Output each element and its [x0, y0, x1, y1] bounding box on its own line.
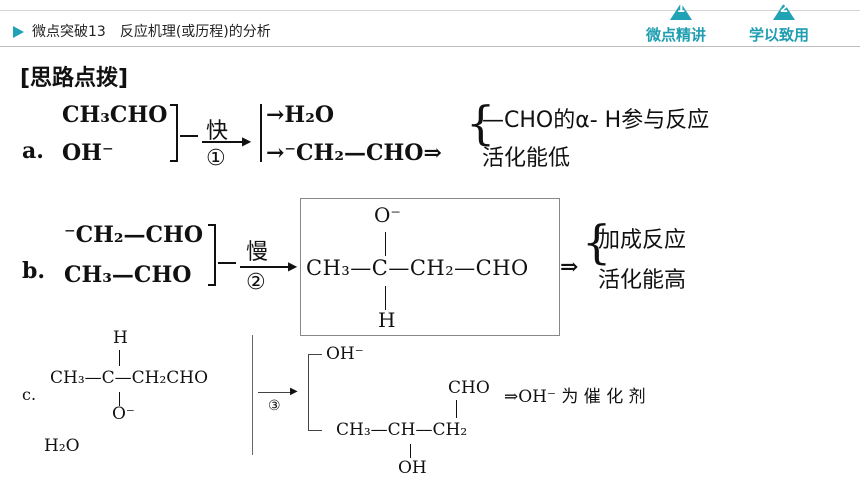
- header-top-rule: [0, 10, 860, 11]
- c-bond-oh: [410, 444, 411, 458]
- c-step: ③: [268, 398, 281, 414]
- b-top-oxygen: O⁻: [374, 203, 401, 227]
- b-bracket-bottom: [208, 284, 216, 286]
- b-step: ②: [246, 270, 266, 295]
- b-bond-up: [385, 232, 386, 256]
- c-bottom-oxygen: O⁻: [112, 404, 135, 424]
- c-arrow-head: ▶: [290, 386, 298, 397]
- c-product-2: CH₃—CH—CH₂: [336, 420, 468, 440]
- label-a: a.: [22, 138, 44, 164]
- a-brace: {: [466, 96, 496, 150]
- b-bottom-hydrogen: H: [378, 308, 396, 332]
- a-reactant-2: OH⁻: [62, 140, 114, 166]
- c-oh: OH: [398, 458, 427, 478]
- a-link: [180, 135, 198, 137]
- b-chain: CH₃—C—CH₂—CHO: [306, 256, 529, 280]
- b-reactant-1: ⁻CH₂—CHO: [64, 222, 204, 248]
- b-note-2: 活化能高: [598, 268, 687, 293]
- c-chain: CH₃—C—CH₂CHO: [50, 368, 209, 388]
- tab-label: 学以致用: [749, 26, 810, 44]
- a-bracket: [176, 104, 178, 162]
- c-product-1: OH⁻: [326, 344, 364, 364]
- b-condition: 慢: [246, 240, 269, 265]
- a-arrow-head: ▶: [242, 134, 252, 148]
- a-note-1: —CHO的α- H参与反应: [482, 108, 710, 133]
- c-cho: CHO: [448, 378, 490, 398]
- a-product-2: →⁻CH₂—CHO⇒: [266, 140, 442, 166]
- slide-header: 微点突破13 反应机理(或历程)的分析 1 微点精讲 2 学以致用: [0, 0, 860, 47]
- c-fork-top: [308, 354, 322, 355]
- c-fork-bottom: [308, 430, 322, 431]
- section-title: [思路点拨]: [20, 66, 129, 91]
- c-fork: [308, 354, 309, 430]
- b-arrow-head: ▶: [288, 259, 298, 273]
- tab-number: 2: [779, 1, 789, 15]
- label-b: b.: [22, 258, 46, 284]
- b-structure-box: [300, 198, 560, 336]
- a-step: ①: [206, 146, 226, 171]
- a-note-2: 活化能低: [482, 146, 571, 171]
- tab-number: 1: [676, 1, 686, 15]
- a-condition: 快: [206, 119, 229, 144]
- c-catalyst-note: ⇒OH⁻ 为 催 化 剂: [504, 387, 646, 407]
- a-arrow-line: [202, 141, 246, 143]
- c-top-hydrogen: H: [113, 328, 128, 348]
- c-bond-up: [119, 350, 120, 366]
- b-link: [218, 262, 236, 264]
- c-bond-cho: [456, 400, 457, 418]
- b-note-1: 加成反应: [598, 228, 687, 253]
- a-reactant-1: CH₃CHO: [62, 102, 168, 128]
- a-product-bar: [260, 104, 262, 162]
- a-bracket-bottom: [170, 160, 178, 162]
- b-bracket-top: [208, 224, 216, 226]
- b-brace: {: [582, 215, 612, 269]
- tab-label: 微点精讲: [646, 26, 707, 44]
- b-arrow-line: [240, 266, 292, 268]
- a-bracket-top: [170, 104, 178, 106]
- c-bond-down: [119, 392, 120, 406]
- c-bracket: [252, 335, 253, 455]
- header-title: 微点突破13 反应机理(或历程)的分析: [32, 24, 271, 40]
- b-bond-down: [385, 286, 386, 310]
- c-water: H₂O: [44, 436, 80, 456]
- b-bracket: [214, 224, 216, 286]
- label-c: c.: [22, 385, 37, 404]
- b-reactant-2: CH₃—CHO: [64, 262, 192, 288]
- c-arrow-line: [258, 392, 294, 393]
- play-triangle-icon: [13, 26, 24, 38]
- b-implies: ⇒: [560, 254, 579, 280]
- a-product-1: →H₂O: [266, 102, 335, 128]
